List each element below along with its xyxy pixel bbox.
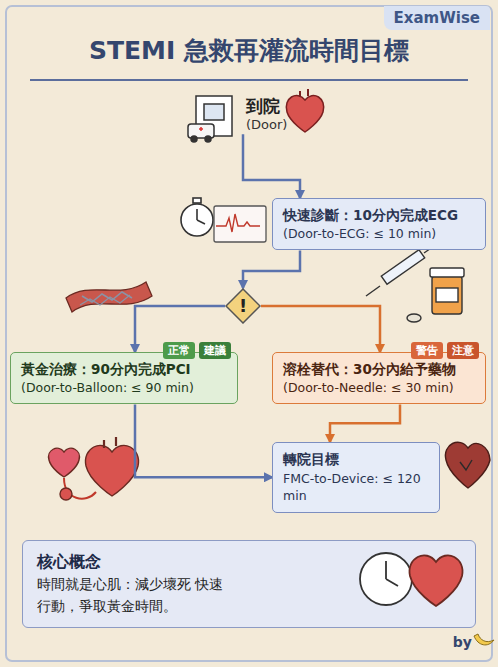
heart-pump xyxy=(49,437,139,500)
flow-arrow xyxy=(261,306,380,352)
decision-diamond: ! xyxy=(225,288,261,324)
node-heading: 到院 xyxy=(246,96,300,117)
node-body: (Door-to-Needle: ≤ 30 min) xyxy=(283,379,475,397)
node-body: 時間就是心肌：減少壞死 快速行動，爭取黃金時間。 xyxy=(37,574,227,617)
page-frame xyxy=(6,6,492,661)
node-heading: 警告 xyxy=(416,343,438,358)
node-body: (Door-to-ECG: ≤ 10 min) xyxy=(283,225,475,243)
node-heading: 快速診斷：10分內完成ECG xyxy=(283,206,475,225)
flow-arrow xyxy=(243,250,300,288)
status-tag: 注意 xyxy=(447,342,479,359)
node-heading: ! xyxy=(225,288,261,324)
flow-arrow xyxy=(135,404,272,477)
hospital-icon xyxy=(188,96,232,142)
damaged-heart xyxy=(445,442,490,488)
process-box: 快速診斷：10分內完成ECG(Door-to-ECG: ≤ 10 min) xyxy=(272,198,486,250)
concept-box: 核心概念時間就是心肌：減少壞死 快速行動，爭取黃金時間。 xyxy=(22,540,476,628)
node-body: (Door-to-Balloon: ≤ 90 min) xyxy=(21,379,227,397)
stopwatch-icon xyxy=(181,198,213,236)
ecg-strip xyxy=(214,206,266,242)
node-heading: 轉院目標 xyxy=(283,450,429,470)
heart-icon xyxy=(286,89,323,132)
title-rule xyxy=(30,79,468,81)
node-body: FMC-to-Device: ≤ 120 min xyxy=(283,470,429,505)
node-heading: 核心概念 xyxy=(37,550,461,574)
status-tag: 正常 xyxy=(163,342,195,359)
fibrinolysis-box: 溶栓替代：30分內給予藥物(Door-to-Needle: ≤ 30 min)警… xyxy=(272,352,486,404)
brand-tag: ExamWise xyxy=(384,6,490,30)
node-heading: 注意 xyxy=(452,343,474,358)
status-tag: 建議 xyxy=(199,342,231,359)
flow-arrow xyxy=(243,134,300,198)
pill-bottle xyxy=(407,268,464,322)
node-heading: 正常 xyxy=(168,343,190,358)
syringe-icon xyxy=(366,246,434,296)
clock-icon xyxy=(360,553,463,606)
banana-icon xyxy=(474,634,494,645)
transfer-box: 轉院目標FMC-to-Device: ≤ 120 min xyxy=(272,442,440,513)
node-heading: 黃金治療：90分內完成PCI xyxy=(21,360,227,379)
node-heading: 溶栓替代：30分內給予藥物 xyxy=(283,360,475,379)
node-heading: 建議 xyxy=(204,343,226,358)
pci-box: 黃金治療：90分內完成PCI(Door-to-Balloon: ≤ 90 min… xyxy=(10,352,238,404)
title: STEMI 急救再灌流時間目標 xyxy=(0,34,498,67)
author-mark: by xyxy=(453,634,472,650)
diamond-shape xyxy=(226,289,260,323)
flow-arrow xyxy=(330,404,400,442)
stent-vessel xyxy=(66,282,152,312)
arrival-node: 到院(Door) xyxy=(188,96,300,134)
node-body: (Door) xyxy=(246,117,300,134)
status-tag: 警告 xyxy=(411,342,443,359)
